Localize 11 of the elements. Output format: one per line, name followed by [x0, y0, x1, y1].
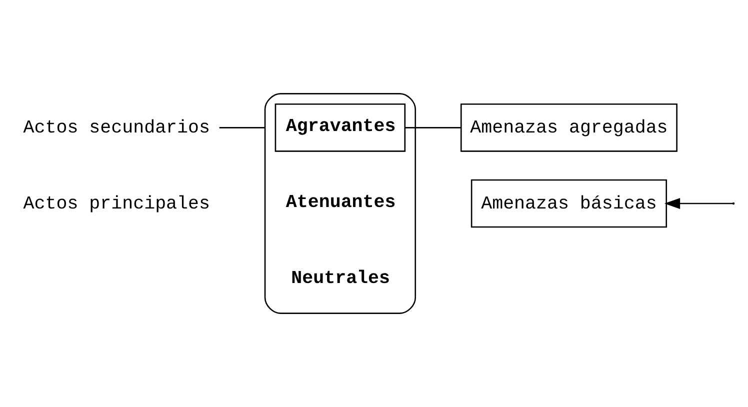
node-text: Actos principales — [23, 194, 210, 214]
connector — [405, 127, 461, 128]
node-text: Atenuantes — [286, 193, 396, 214]
node-text: Neutrales — [291, 268, 390, 289]
node-box: Amenazas básicas — [470, 179, 668, 228]
node-box: Agravantes — [274, 104, 406, 152]
cluster — [264, 93, 416, 314]
node-text: Actos secundarios — [23, 118, 210, 139]
connector — [219, 127, 266, 128]
node-box: Amenazas agregadas — [460, 104, 678, 152]
arrow — [664, 198, 733, 209]
